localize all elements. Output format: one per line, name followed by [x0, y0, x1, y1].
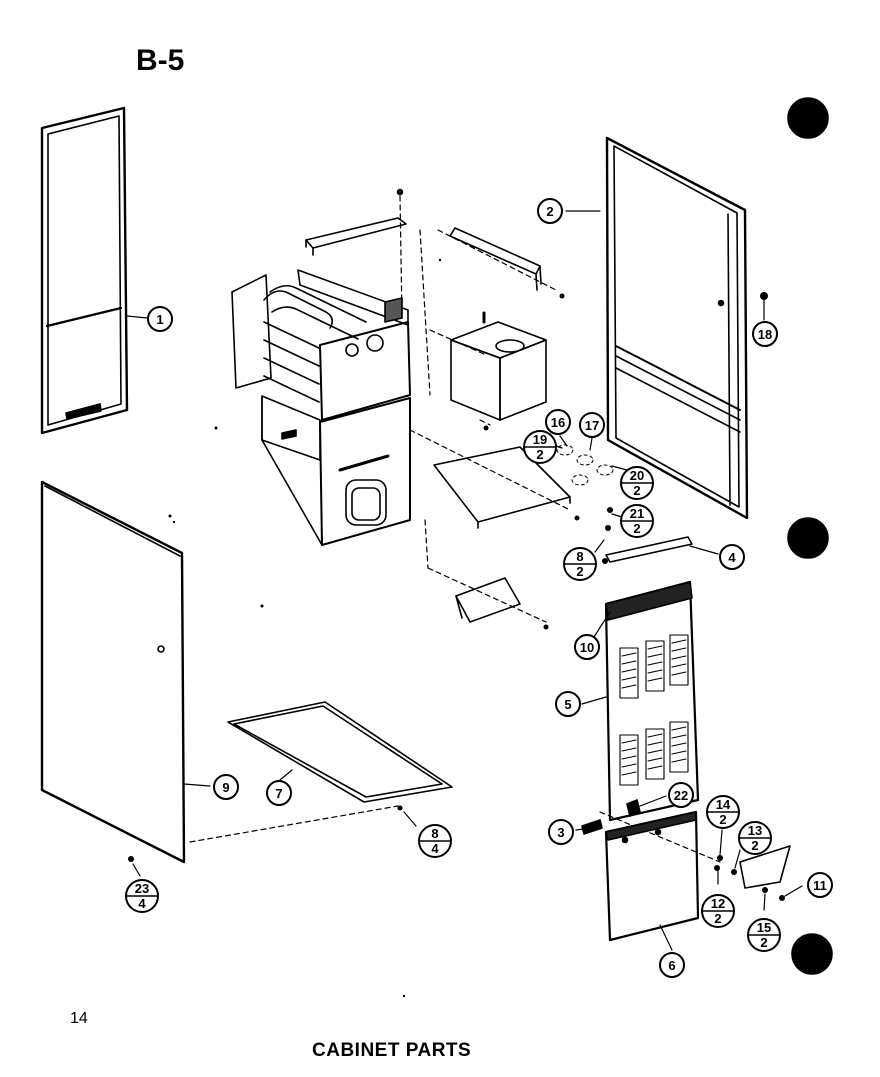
callout-quantity: 2 [760, 935, 767, 950]
callout-number: 6 [668, 958, 675, 973]
part-9-side-panel [40, 480, 186, 864]
callout-c7: 7 [266, 780, 292, 806]
callout-c6: 6 [659, 952, 685, 978]
assembly-lines-lower [189, 805, 721, 863]
callout-number: 15 [757, 920, 771, 935]
callout-quantity: 2 [633, 483, 640, 498]
callout-c22: 22 [668, 782, 694, 808]
callout-quantity: 2 [714, 911, 721, 926]
part-4-rail [605, 536, 693, 563]
callout-c19: 219 [523, 430, 557, 464]
callout-number: 22 [674, 788, 688, 803]
registration-dot-bottom [791, 933, 833, 975]
blower-housing [450, 311, 547, 421]
part-6-lower-door [604, 810, 700, 942]
callout-c18: 18 [752, 321, 778, 347]
registration-dot-top [787, 97, 829, 139]
callout-c14: 214 [706, 795, 740, 829]
callout-number: 3 [557, 825, 564, 840]
callout-number: 9 [222, 780, 229, 795]
callout-number: 7 [275, 786, 282, 801]
callout-number: 17 [585, 418, 599, 433]
part-5-grille-panel [604, 580, 700, 822]
callout-c20: 220 [620, 466, 654, 500]
heat-exchanger-assembly [231, 269, 411, 546]
callout-number: 14 [716, 797, 731, 812]
callout-c4: 4 [719, 544, 745, 570]
leader-lines [126, 210, 803, 951]
callout-number: 11 [813, 878, 827, 893]
callout-number: 4 [728, 550, 736, 565]
callout-quantity: 2 [633, 521, 640, 536]
callout-c2: 2 [537, 198, 563, 224]
callout-quantity: 2 [536, 447, 543, 462]
callout-number: 12 [711, 896, 725, 911]
callout-quantity: 2 [576, 564, 583, 579]
callout-number: 1 [156, 312, 163, 327]
callout-c5: 5 [555, 691, 581, 717]
callout-number: 5 [564, 697, 571, 712]
callout-c8a: 28 [563, 547, 597, 581]
callout-quantity: 4 [431, 841, 439, 856]
callout-number: 19 [533, 432, 547, 447]
callout-c8b: 48 [418, 824, 452, 858]
callout-c23: 423 [125, 879, 159, 913]
callout-number: 2 [546, 204, 553, 219]
callout-c21: 221 [620, 504, 654, 538]
callout-c12: 212 [701, 894, 735, 928]
callout-c10: 10 [574, 634, 600, 660]
callout-quantity: 2 [751, 838, 758, 853]
divider-shelf [433, 446, 571, 529]
part-3-screw [581, 819, 603, 835]
callout-number: 10 [580, 640, 594, 655]
callout-c1: 1 [147, 306, 173, 332]
part-2-door-panel [605, 136, 749, 520]
callout-number: 20 [630, 468, 644, 483]
callout-quantity: 4 [138, 896, 146, 911]
page-number: 14 [70, 1010, 88, 1027]
registration-dot-middle [787, 517, 829, 559]
callout-number: 16 [551, 415, 565, 430]
callout-c17: 17 [579, 412, 605, 438]
callout-number: 8 [576, 549, 583, 564]
diagram-caption: CABINET PARTS [312, 1040, 472, 1061]
callout-c16: 16 [545, 409, 571, 435]
callout-c11: 11 [807, 872, 833, 898]
assembly-lines-upper [399, 195, 571, 623]
callout-number: 21 [630, 506, 644, 521]
callout-quantity: 2 [719, 812, 726, 827]
callout-number: 13 [748, 823, 762, 838]
part-22-clip [626, 799, 641, 817]
small-bracket [455, 577, 521, 623]
page-code: B-5 [136, 44, 185, 77]
part-1-side-panel [40, 106, 129, 435]
callout-c15: 215 [747, 918, 781, 952]
top-rail-left [305, 217, 407, 256]
top-rail-right [449, 227, 542, 291]
callout-c9: 9 [213, 774, 239, 800]
callout-number: 8 [431, 826, 438, 841]
callout-number: 18 [758, 327, 772, 342]
callout-c3: 3 [548, 819, 574, 845]
callout-c13: 213 [738, 821, 772, 855]
callout-number: 23 [135, 881, 149, 896]
part-7-bottom-tray [227, 701, 453, 803]
latch-bracket [739, 845, 791, 889]
